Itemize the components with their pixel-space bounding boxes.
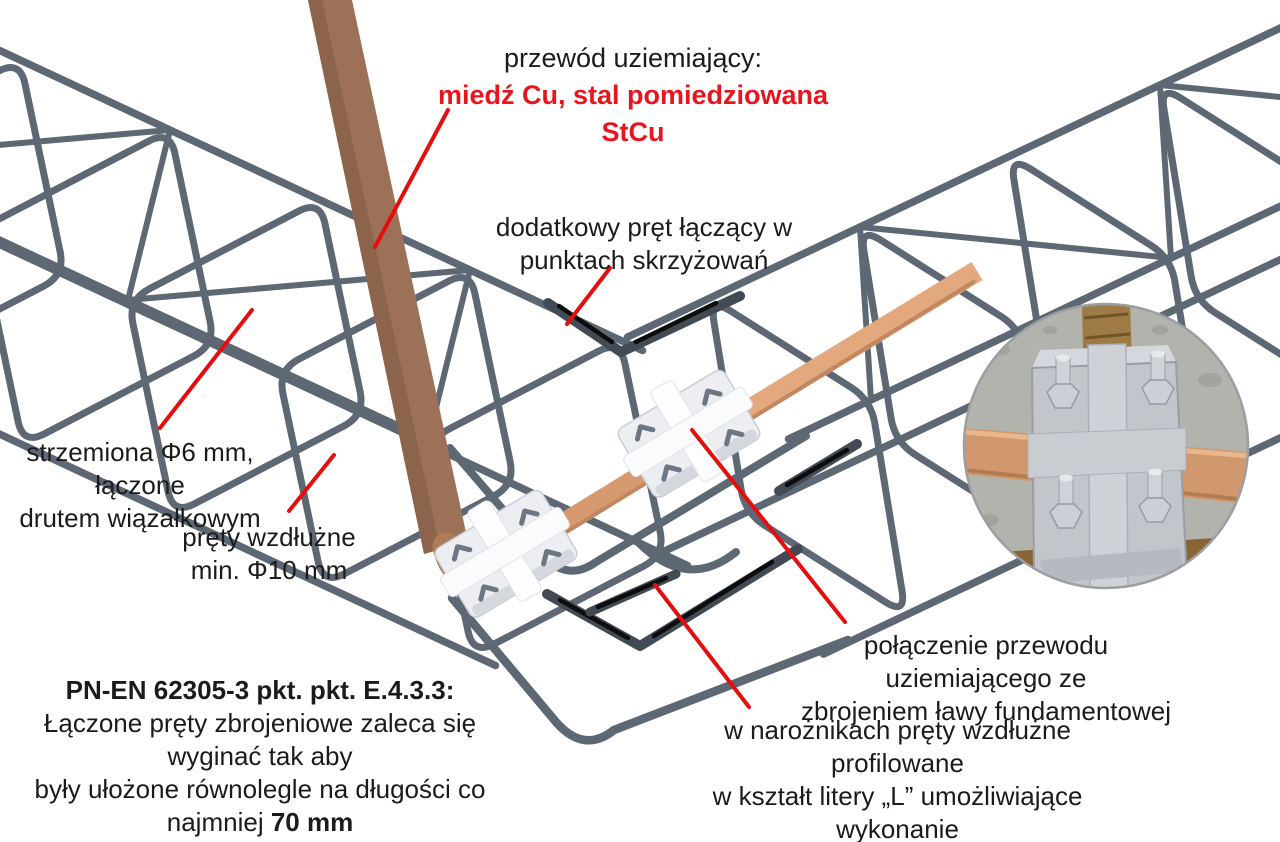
label-line: przewód uziemiający: <box>503 43 763 73</box>
bolt-icon <box>519 508 540 526</box>
leader-extra-bar <box>565 266 612 326</box>
longitudinal-bar <box>623 24 1280 341</box>
label-line: Łączone pręty zbrojeniowe zaleca się wyg… <box>43 708 477 771</box>
leader-stirrups <box>158 308 254 430</box>
lacing-bar <box>125 127 173 303</box>
label-extra-bar: dodatkowy pręt łączący w punktach skrzyż… <box>489 211 799 277</box>
label-line: połączenie przewodu uziemiającego ze <box>863 630 1109 693</box>
label-line: pręty wzdłużne <box>182 522 356 552</box>
stirrup-loop <box>0 134 215 441</box>
weld-mark <box>557 597 631 641</box>
lacing-bar <box>0 127 173 148</box>
hex-nut-icon <box>1141 379 1175 405</box>
label-line: drutem wiązałkowym <box>19 503 261 533</box>
longitudinal-bar <box>0 430 500 670</box>
stirrup-loop <box>278 274 515 581</box>
lacing-bar <box>125 267 473 303</box>
hex-nut-icon <box>1138 497 1172 523</box>
label-longitudinal-bars: pręty wzdłużne min. Φ10 mm <box>148 521 390 587</box>
hex-nut-icon <box>1049 503 1083 529</box>
bolt-icon <box>702 388 723 406</box>
leader-grounding <box>373 108 450 249</box>
hex-nut-icon <box>1046 383 1080 409</box>
label-line: punktach skrzyżowań <box>519 245 769 275</box>
bolt-icon <box>634 424 656 442</box>
label-segment: były ułożone równolegle na długości co n… <box>34 774 486 837</box>
bolt-icon <box>541 548 562 567</box>
cross-clamp <box>434 489 578 618</box>
label-line: strzemiona Φ6 mm, łączone <box>26 437 254 500</box>
dimension-value: 70 mm <box>270 807 354 837</box>
leader-lines <box>158 108 847 709</box>
cross-clamps <box>434 369 761 618</box>
dimension-value: 50 mm <box>237 840 499 842</box>
weld-mark <box>633 300 719 345</box>
clamp-cross-horizontal <box>440 507 570 597</box>
cross-clamp <box>617 369 761 498</box>
stirrup-loop <box>128 204 365 511</box>
stirrup-loop <box>709 302 907 611</box>
photo-clamp <box>1027 343 1188 588</box>
leader-corners <box>653 583 751 709</box>
weld-mark <box>595 575 669 610</box>
label-line: a długość spoiny była nie mniejsza niż 5… <box>0 839 520 842</box>
weld-mark <box>651 559 775 639</box>
clamp-bolts <box>634 388 745 482</box>
longitudinal-bar <box>0 240 692 570</box>
corner-bottom-bar <box>447 593 853 745</box>
bolt-icon <box>451 544 473 562</box>
label-stirrups: strzemiona Φ6 mm, łączone drutem wiązałk… <box>0 436 286 535</box>
lacing-bar <box>857 224 1174 261</box>
label-line: StCu <box>601 117 665 147</box>
photo-inset <box>962 302 1250 590</box>
longitudinal-bar <box>0 46 647 355</box>
standard-reference: PN-EN 62305-3 pkt. pkt. E.4.3.3: <box>65 675 455 705</box>
leader-connection <box>690 428 847 624</box>
label-line: dodatkowy pręt łączący w <box>495 212 793 242</box>
inset-rim <box>962 302 1250 590</box>
label-line: miedź Cu, stal pomiedziowana <box>437 80 829 110</box>
label-line: zbrojeniem ławy fundamentowej <box>801 696 1171 726</box>
copper-strip-vertical-shade <box>308 0 440 554</box>
stirrup-loop <box>1159 89 1280 359</box>
label-line: w kształt litery „L” umożliwiające wykon… <box>712 781 1083 842</box>
label-connection: połączenie przewodu uziemiającego ze zbr… <box>790 629 1182 728</box>
label-line: w narożnikach pręty wzdłużne profilowane <box>724 715 1071 778</box>
bolt-icon <box>661 464 682 482</box>
corner-inner-bar <box>632 536 740 574</box>
photo-clamp-bolts <box>1046 350 1175 529</box>
label-standard-note: PN-EN 62305-3 pkt. pkt. E.4.3.3: Łączone… <box>0 674 520 842</box>
label-line: były ułożone równolegle na długości co n… <box>0 773 520 839</box>
weld-mark <box>784 447 850 488</box>
lacing-bar <box>1157 82 1280 100</box>
label-segment: a długość spoiny była nie mniejsza niż <box>22 840 470 842</box>
longitudinal-bar <box>784 202 1280 443</box>
label-corner-bars: w narożnikach pręty wzdłużne profilowane… <box>685 714 1110 842</box>
label-line: min. Φ10 mm <box>190 555 348 585</box>
clamp-cross-horizontal <box>623 387 753 477</box>
leader-longitudinal <box>287 453 336 513</box>
weld-mark <box>556 303 615 345</box>
stirrup-loop <box>0 64 65 313</box>
clamp-bolts <box>451 508 562 602</box>
bolt-icon <box>478 584 499 602</box>
label-grounding-conductor: przewód uziemiający: miedź Cu, stal pomi… <box>398 40 868 151</box>
bolt-icon <box>724 428 745 447</box>
